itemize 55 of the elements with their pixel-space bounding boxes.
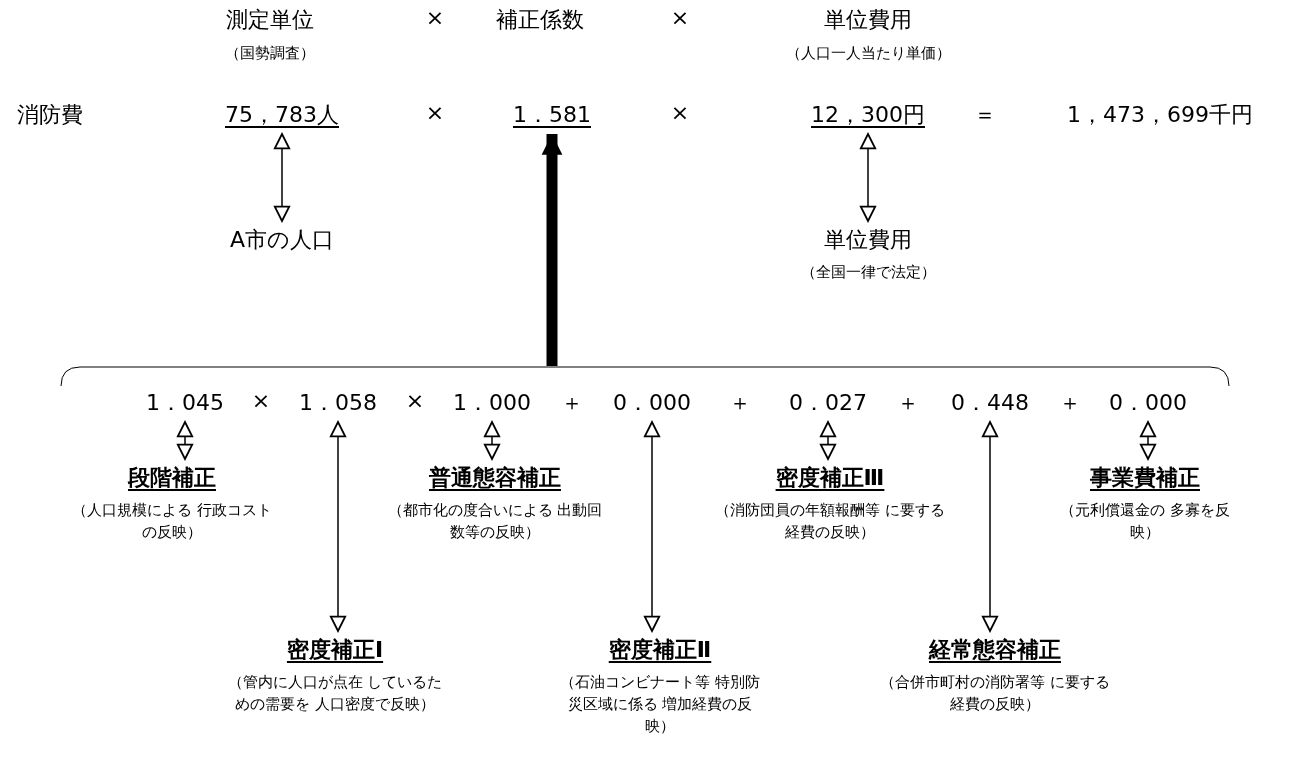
description-text: （全国一律で法定） [800, 262, 936, 283]
formula-text: × [425, 100, 445, 125]
term-name: 単位費用 [824, 226, 912, 254]
formula-text: 単位費用 [824, 6, 912, 34]
formula-text: ＋ [1059, 389, 1081, 417]
correction-name: 事業費補正 [1090, 464, 1200, 492]
description-text: （人口規模による 行政コストの反映） [72, 500, 272, 543]
formula-text: × [425, 5, 445, 30]
formula-text: ＋ [561, 389, 583, 417]
factor-value: 0．027 [789, 389, 867, 417]
description-text: （管内に人口が点在 しているための需要を 人口密度で反映） [226, 672, 444, 715]
correction-name: 密度補正Ⅰ [286, 636, 384, 664]
double-arrow [329, 421, 347, 632]
double-arrow [819, 421, 837, 460]
double-arrow [176, 421, 194, 460]
correction-name: 普通態容補正 [429, 464, 561, 492]
formula-text: ＋ [897, 389, 919, 417]
value-text: 12，300円 [811, 101, 925, 129]
correction-name: 密度補正Ⅲ [775, 464, 885, 492]
description-text: （合併市町村の消防署等 に要する経費の反映） [880, 672, 1110, 715]
correction-name: 段階補正 [128, 464, 216, 492]
factor-value: 1．000 [453, 389, 531, 417]
formula-text: 消防費 [17, 101, 83, 129]
description-text: （石油コンビナート等 特別防災区域に係る 増加経費の反映） [560, 672, 760, 737]
term-name: A市の人口 [229, 226, 335, 254]
arrow [541, 134, 563, 366]
note-text: （国勢調査） [225, 43, 315, 64]
factor-value: 0．000 [613, 389, 691, 417]
double-arrow [273, 133, 291, 222]
formula-text: 測定単位 [226, 6, 314, 34]
double-arrow [483, 421, 501, 460]
double-arrow [981, 421, 999, 632]
description-text: （都市化の度合いによる 出動回数等の反映） [386, 500, 604, 543]
factor-value: 1．058 [299, 389, 377, 417]
description-text: （消防団員の年額報酬等 に要する経費の反映） [715, 500, 945, 543]
description-text: （元利償還金の 多寡を反映） [1060, 500, 1230, 543]
value-text: 1．581 [513, 101, 591, 129]
factor-value: 0．448 [951, 389, 1029, 417]
formula-text: 1，473，699千円 [1067, 101, 1253, 129]
factor-value: 1．045 [146, 389, 224, 417]
formula-text: × [670, 100, 690, 125]
formula-text: × [405, 388, 425, 413]
double-arrow [1139, 421, 1157, 460]
double-arrow [643, 421, 661, 632]
formula-text: × [670, 5, 690, 30]
formula-text: 補正係数 [496, 6, 584, 34]
factor-value: 0．000 [1109, 389, 1187, 417]
double-arrow [859, 133, 877, 222]
formula-text: ＋ [729, 389, 751, 417]
correction-name: 経常態容補正 [929, 636, 1061, 664]
formula-text: × [251, 388, 271, 413]
value-text: 75，783人 [225, 101, 339, 129]
note-text: （人口一人当たり単価） [785, 43, 951, 64]
formula-text: ＝ [974, 101, 996, 129]
correction-name: 密度補正Ⅱ [608, 636, 712, 664]
